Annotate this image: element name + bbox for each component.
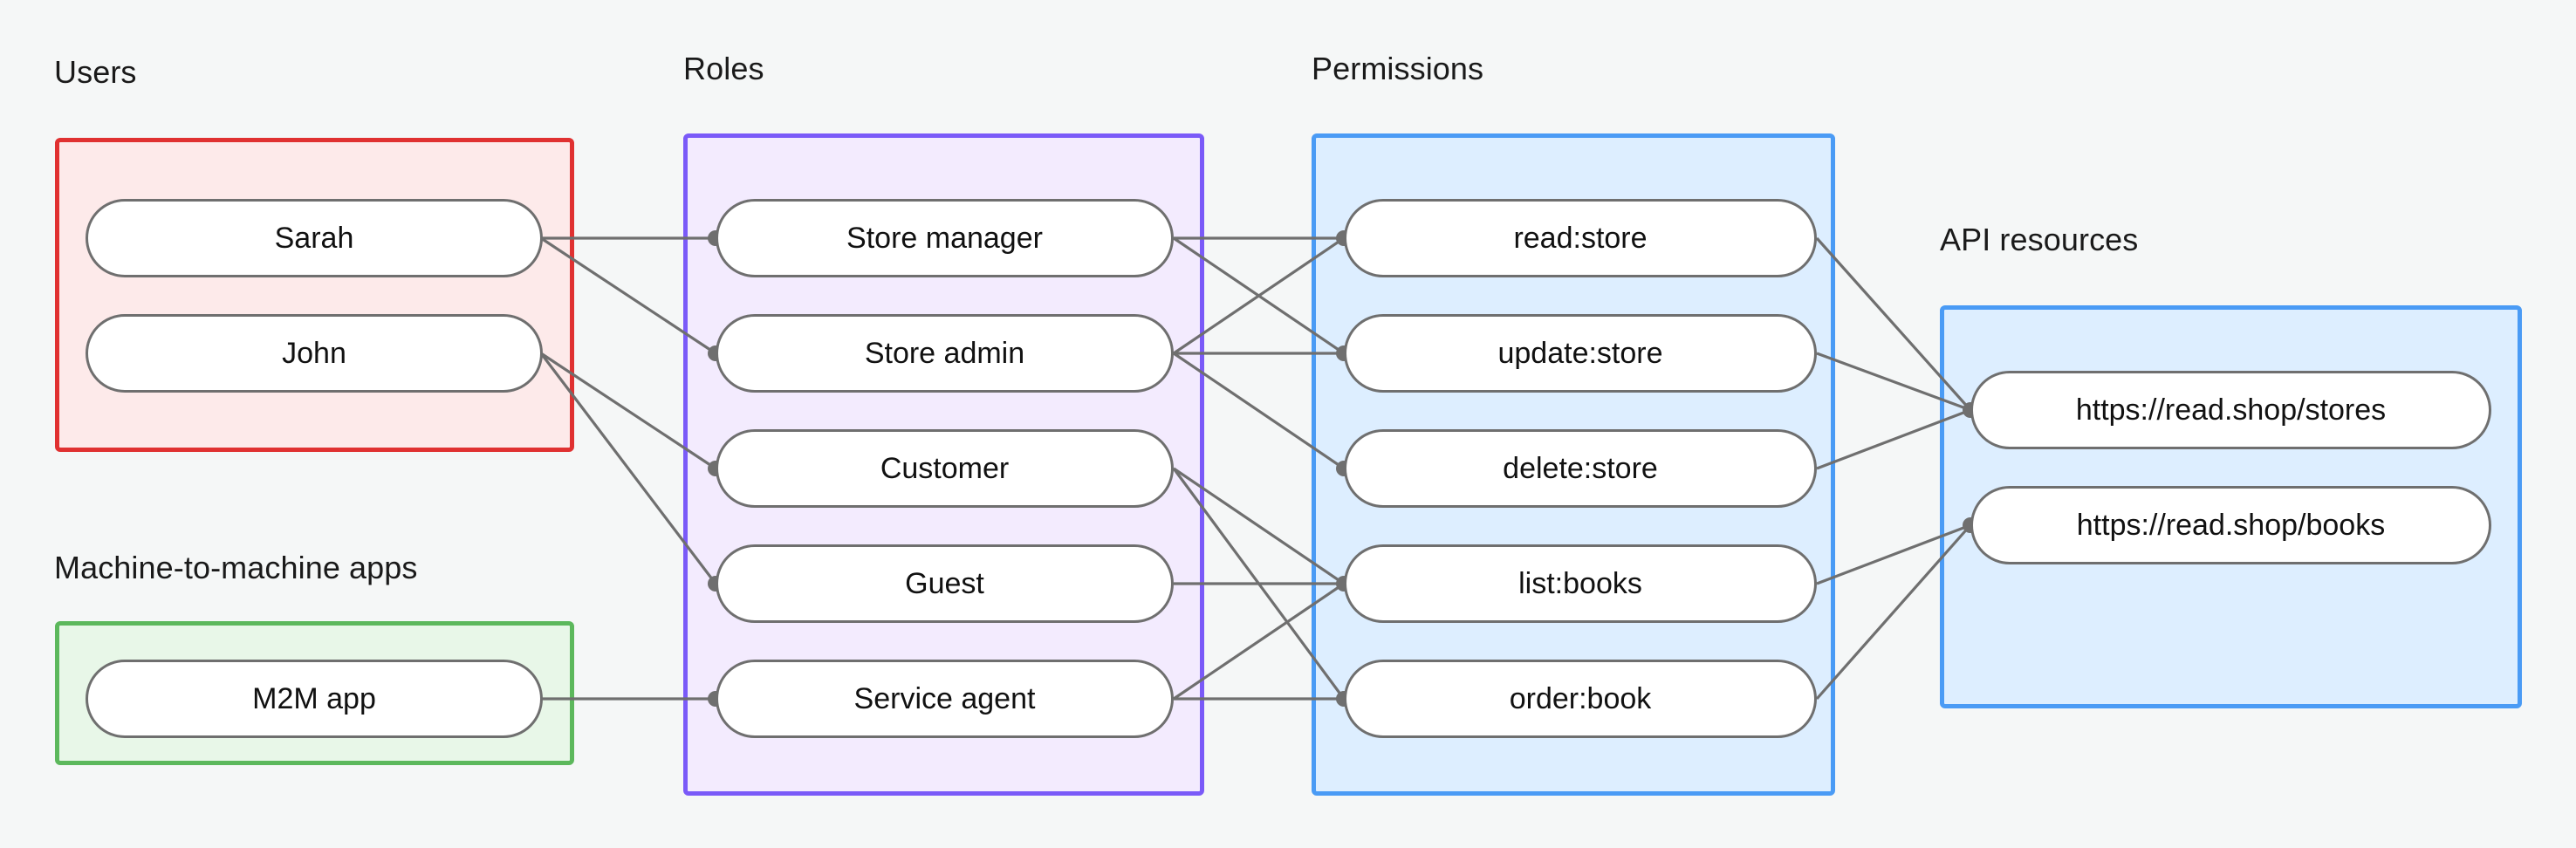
node-label: Store admin (864, 336, 1025, 370)
node-api-resource-stores[interactable]: https://read.shop/stores (1970, 371, 2491, 449)
node-permission-update-store[interactable]: update:store (1344, 314, 1817, 393)
node-permission-order-book[interactable]: order:book (1344, 660, 1817, 738)
group-label-machine-to-machine-apps: Machine-to-machine apps (54, 550, 418, 585)
node-role-guest[interactable]: Guest (716, 544, 1174, 623)
node-role-store-manager[interactable]: Store manager (716, 199, 1174, 277)
node-label: https://read.shop/books (2076, 508, 2386, 542)
node-label: list:books (1518, 566, 1642, 600)
node-api-resource-books[interactable]: https://read.shop/books (1970, 486, 2491, 564)
node-user-sarah[interactable]: Sarah (86, 199, 543, 277)
node-role-store-admin[interactable]: Store admin (716, 314, 1174, 393)
node-permission-delete-store[interactable]: delete:store (1344, 429, 1817, 508)
node-label: Guest (905, 566, 984, 600)
node-label: read:store (1513, 221, 1648, 255)
group-label-permissions: Permissions (1312, 51, 1484, 86)
node-label: update:store (1497, 336, 1663, 370)
node-permission-read-store[interactable]: read:store (1344, 199, 1817, 277)
node-m2m-app[interactable]: M2M app (86, 660, 543, 738)
node-user-john[interactable]: John (86, 314, 543, 393)
group-label-roles: Roles (683, 51, 764, 86)
node-label: Service agent (853, 681, 1036, 715)
node-label: John (282, 336, 346, 370)
group-label-api-resources: API resources (1940, 222, 2139, 257)
node-label: Customer (880, 451, 1010, 485)
node-label: delete:store (1503, 451, 1658, 485)
group-label-users: Users (54, 54, 137, 90)
node-label: https://read.shop/stores (2075, 393, 2387, 427)
node-label: M2M app (252, 681, 376, 715)
node-label: Store manager (846, 221, 1043, 255)
group-box-users (55, 138, 574, 452)
node-role-customer[interactable]: Customer (716, 429, 1174, 508)
node-role-service-agent[interactable]: Service agent (716, 660, 1174, 738)
node-label: order:book (1509, 681, 1652, 715)
node-permission-list-books[interactable]: list:books (1344, 544, 1817, 623)
node-label: Sarah (274, 221, 354, 255)
